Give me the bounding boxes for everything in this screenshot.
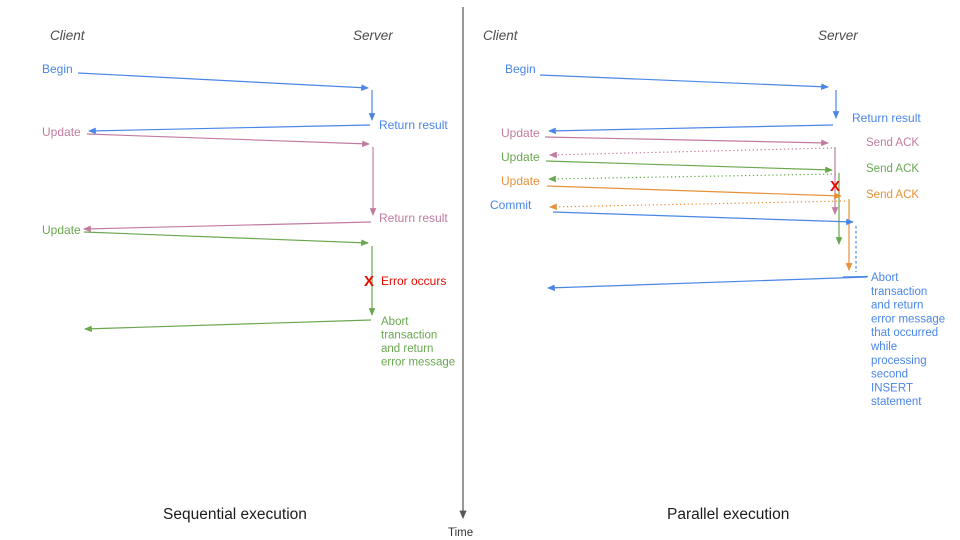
right-abort-message: Abort transaction and return error messa… (870, 272, 945, 408)
right-error-x-icon: X (830, 178, 840, 195)
right-return-result-label: Return result (852, 111, 921, 125)
right-update-1-arrow (544, 136, 829, 147)
right-abort-line: Abort (871, 272, 899, 284)
right-begin-arrow (539, 74, 829, 91)
left-abort-line: transaction (381, 330, 437, 342)
right-abort-line: INSERT (871, 382, 913, 394)
right-client-header: Client (483, 28, 519, 43)
right-abort-line: that occurred (871, 327, 938, 339)
right-update-1-label: Update (501, 126, 540, 140)
right-send-ack-2-arrow (548, 173, 837, 183)
right-send-ack-2-label: Send ACK (866, 163, 919, 175)
left-error-x-icon: X (364, 273, 374, 290)
right-abort-line: second (871, 369, 908, 381)
right-return-result-arrow (548, 124, 834, 135)
left-caption: Sequential execution (163, 506, 307, 523)
left-update-1-label: Update (42, 125, 81, 139)
left-abort-line: error message (381, 357, 455, 369)
left-abort-line: Abort (381, 316, 409, 328)
right-update-2-arrow (545, 160, 833, 174)
right-begin-label: Begin (505, 62, 536, 76)
left-update-1-arrow (86, 133, 370, 148)
right-server-header: Server (818, 28, 858, 43)
right-abort-line: while (870, 341, 897, 353)
right-abort-line: and return (871, 300, 923, 312)
left-error-occurs-label: Error occurs (381, 274, 446, 288)
right-abort-line: error message (871, 313, 945, 325)
right-abort-line: processing (871, 355, 927, 367)
left-return-result-2-label: Return result (379, 211, 448, 225)
left-update-2-arrow (83, 231, 369, 247)
left-abort-line: and return (381, 343, 433, 355)
right-abort-return-arrow (547, 276, 868, 292)
right-update-3-label: Update (501, 174, 540, 188)
time-axis: Time (448, 7, 473, 539)
left-return-result-2-arrow (83, 221, 372, 233)
left-abort-return-arrow (84, 319, 372, 333)
left-server-header: Server (353, 28, 393, 43)
left-client-header: Client (50, 28, 86, 43)
right-commit-arrow (552, 211, 854, 226)
right-send-ack-3-label: Send ACK (866, 189, 919, 201)
right-abort-line: transaction (871, 286, 927, 298)
left-update-2-label: Update (42, 223, 81, 237)
left-abort-message: Abort transaction and return error messa… (381, 316, 455, 369)
right-update-2-label: Update (501, 150, 540, 164)
right-caption: Parallel execution (667, 506, 789, 523)
left-return-result-1-label: Return result (379, 118, 448, 132)
left-begin-arrow (77, 72, 369, 91)
right-send-ack-3-arrow (549, 200, 846, 211)
parallel-panel: Client Server Begin Return result Update… (483, 28, 945, 523)
right-update-3-arrow (546, 185, 842, 200)
sequential-panel: Client Server Begin Return result Update… (42, 28, 455, 523)
right-commit-label: Commit (490, 198, 532, 212)
right-send-ack-1-arrow (549, 147, 833, 159)
left-begin-label: Begin (42, 62, 73, 76)
right-send-ack-1-label: Send ACK (866, 137, 919, 149)
right-abort-line: statement (871, 396, 922, 408)
left-return-result-1-arrow (88, 124, 371, 135)
time-axis-label: Time (448, 527, 473, 539)
